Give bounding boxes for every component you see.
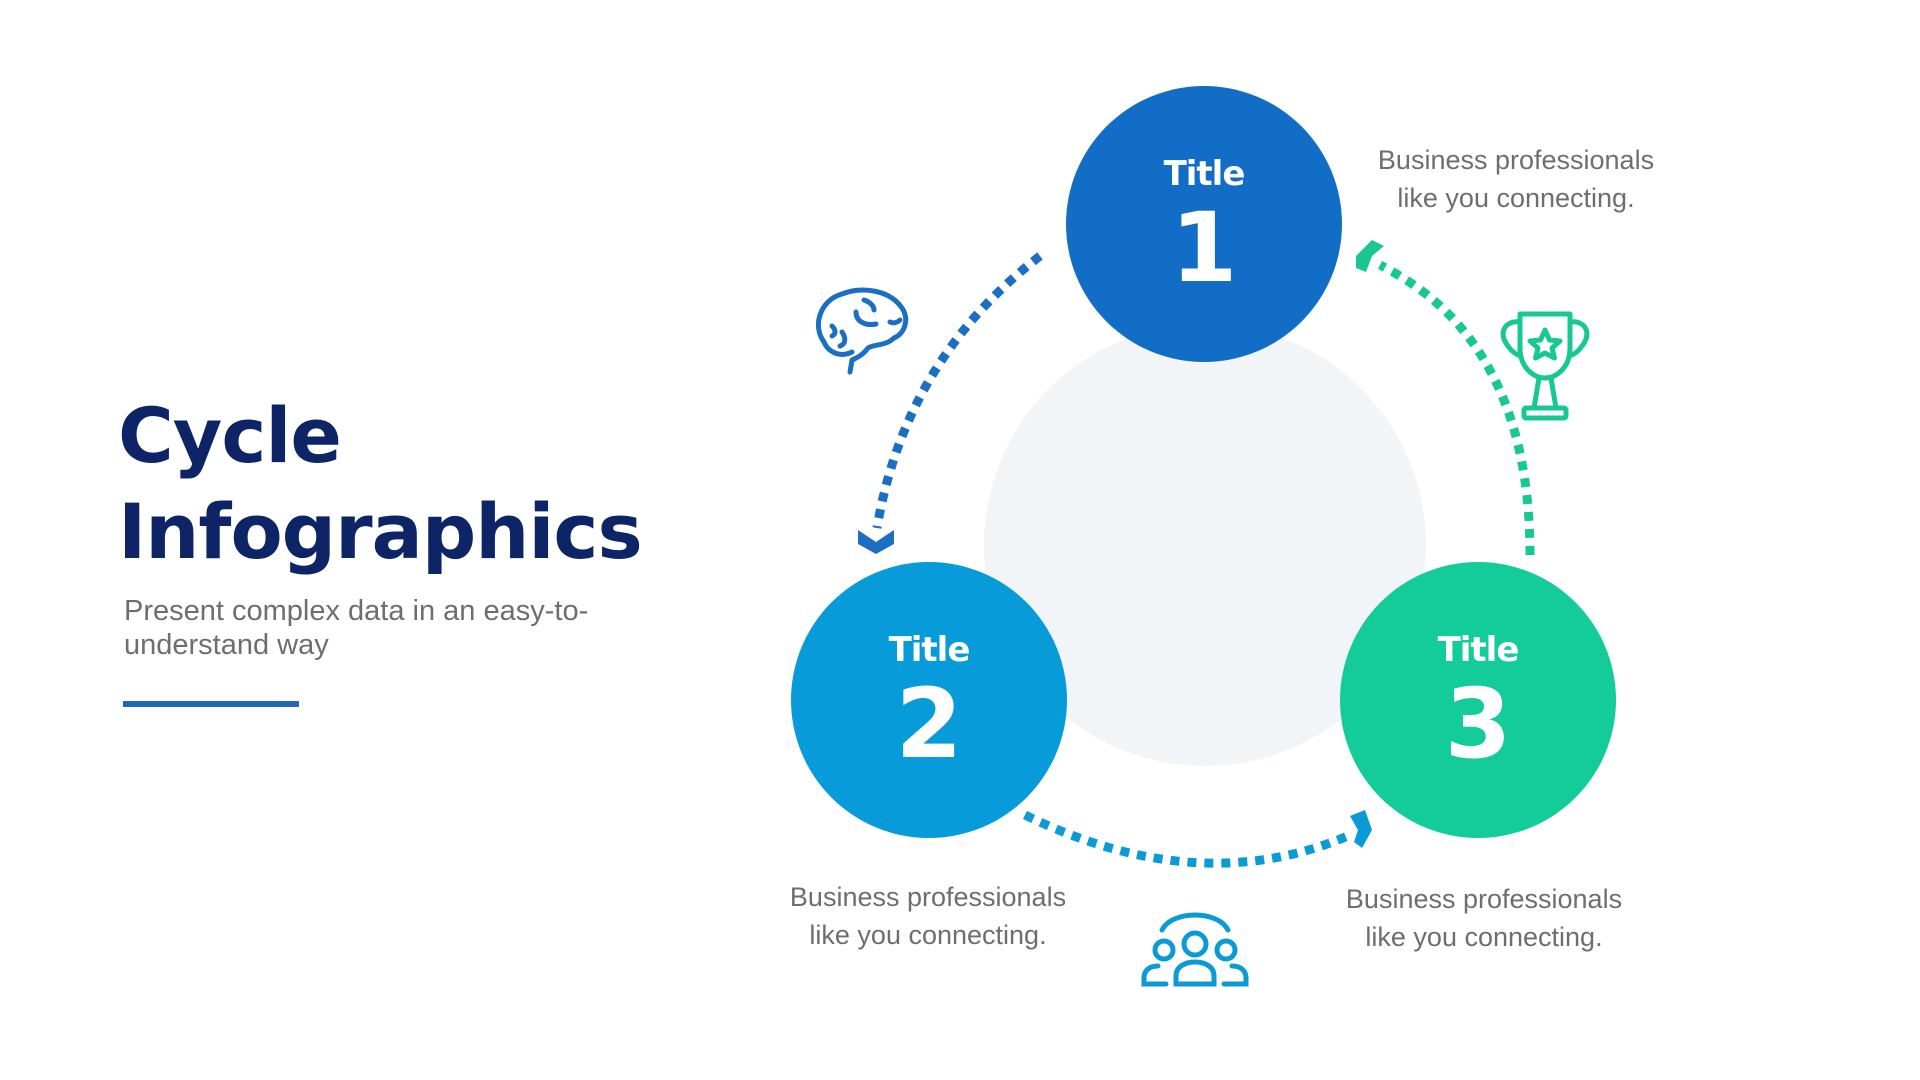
- cycle-step-1: Title 1: [1066, 86, 1342, 362]
- step-3-number: 3: [1444, 668, 1512, 780]
- arrowhead-right-icon: [1350, 810, 1372, 848]
- cycle-step-2: Title 2: [791, 562, 1067, 838]
- cycle-step-3: Title 3: [1340, 562, 1616, 838]
- connector-1-to-2: [858, 252, 1043, 554]
- step-3-description-line1: Business professionals: [1345, 884, 1623, 914]
- arrowhead-up-left-icon: [1356, 240, 1384, 272]
- step-3-description-line2: like you connecting.: [1365, 922, 1603, 952]
- step-3-description: Business professionals like you connecti…: [1334, 880, 1634, 956]
- step-3-title: Title: [1437, 630, 1520, 670]
- team-icon: [1141, 912, 1249, 987]
- brain-icon: [815, 287, 909, 375]
- step-2-description: Business professionals like you connecti…: [778, 878, 1078, 954]
- step-2-title: Title: [888, 630, 971, 670]
- slide-title: Cycle Infographics: [118, 388, 643, 580]
- step-1-title: Title: [1163, 154, 1246, 194]
- arrowhead-down-icon: [858, 530, 894, 554]
- step-2-description-line2: like you connecting.: [809, 920, 1047, 950]
- slide-title-line2: Infographics: [118, 487, 643, 576]
- step-1-number: 1: [1170, 192, 1238, 304]
- connector-3-to-1: [1356, 240, 1535, 556]
- step-2-description-line1: Business professionals: [789, 882, 1067, 912]
- slide-subtitle: Present complex data in an easy-to-under…: [124, 595, 589, 661]
- step-1-description-line2: like you connecting.: [1397, 183, 1635, 213]
- trophy-icon: [1500, 311, 1590, 421]
- accent-divider: [123, 701, 299, 707]
- step-2-number: 2: [895, 668, 963, 780]
- slide-title-line1: Cycle: [118, 391, 342, 480]
- step-1-description: Business professionals like you connecti…: [1366, 141, 1666, 217]
- step-1-description-line1: Business professionals: [1377, 145, 1655, 175]
- connector-2-to-3: [1023, 810, 1372, 868]
